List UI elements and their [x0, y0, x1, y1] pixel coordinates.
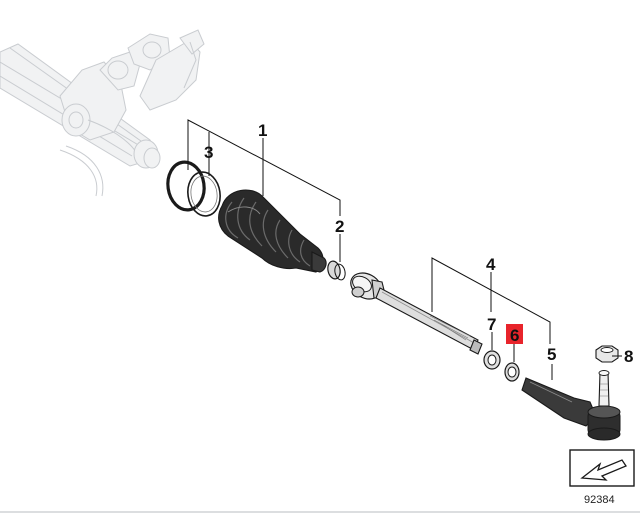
part-5-outer-tie-rod-end	[521, 370, 621, 441]
callout-label: 4	[486, 255, 496, 274]
part-3-clamp-rings	[166, 160, 221, 217]
callout-label: 1	[258, 121, 267, 140]
part-2-small-clamp	[327, 260, 346, 281]
callout-2: 2	[335, 217, 344, 236]
callout-label: 2	[335, 217, 344, 236]
diagram-number: 92384	[584, 494, 615, 506]
callout-7: 7	[487, 315, 496, 334]
callout-label: 6	[510, 326, 519, 345]
callout-label: 3	[204, 143, 213, 162]
callout-5: 5	[547, 345, 556, 364]
callout-4: 4	[486, 255, 496, 274]
part-6-clamp	[504, 362, 520, 382]
callout-6-highlighted: 6	[506, 324, 523, 345]
callout-3: 3	[204, 143, 213, 162]
highlight-box	[506, 324, 523, 344]
steering-rack-housing	[0, 29, 205, 197]
part-7-lock-nut	[483, 350, 501, 370]
arrow-direction-icon	[569, 449, 635, 487]
part-1-bellows-boot	[218, 189, 327, 273]
callout-label: 7	[487, 315, 496, 334]
callout-1: 1	[258, 121, 267, 140]
leader-lines	[187, 119, 622, 380]
part-8-nut	[595, 345, 619, 363]
callout-label: 5	[547, 345, 556, 364]
part-4-inner-tie-rod	[350, 272, 483, 355]
callout-label: 8	[624, 347, 633, 366]
callout-8: 8	[624, 347, 633, 366]
